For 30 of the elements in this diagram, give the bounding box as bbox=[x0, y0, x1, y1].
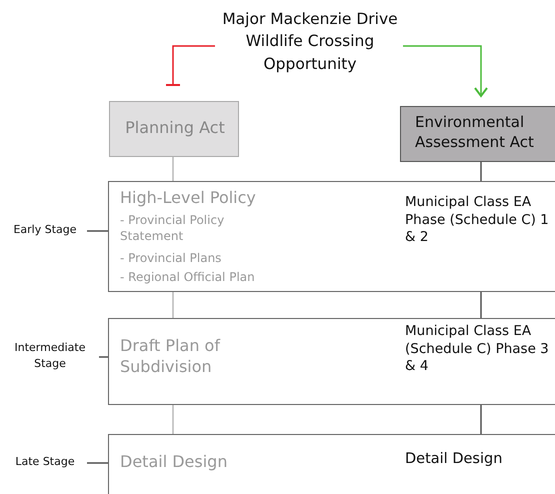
bullet-text: - Provincial Plans bbox=[120, 251, 222, 267]
connector-line bbox=[480, 162, 482, 181]
connector-line bbox=[87, 462, 108, 464]
stage-band bbox=[108, 318, 555, 405]
band-heading: High-Level Policy bbox=[120, 188, 257, 209]
process-text: Detail Design bbox=[405, 450, 504, 469]
process-text: Municipal Class EA Phase (Schedule C) 1 & 2 bbox=[405, 194, 550, 247]
connector-line bbox=[480, 292, 482, 318]
bullet-text: - Regional Official Plan bbox=[120, 270, 256, 286]
connector-line bbox=[172, 292, 174, 318]
stage-label: Intermediate Stage bbox=[4, 340, 96, 374]
stage-band bbox=[108, 434, 555, 494]
connector-line bbox=[172, 405, 174, 434]
box-label: Environmental Assessment Act bbox=[415, 113, 535, 152]
connector-line bbox=[480, 405, 482, 434]
process-box bbox=[109, 101, 239, 157]
stage-label: Early Stage bbox=[6, 222, 84, 240]
connector-line bbox=[99, 356, 108, 358]
stage-band bbox=[108, 181, 555, 292]
arrow bbox=[403, 45, 488, 97]
band-heading: Draft Plan of Subdivision bbox=[120, 336, 222, 378]
process-box bbox=[400, 106, 555, 162]
connector-line bbox=[172, 157, 174, 181]
band-heading: Detail Design bbox=[120, 452, 228, 473]
connector-line bbox=[87, 230, 108, 232]
box-label: Planning Act bbox=[124, 118, 226, 139]
title-text: Major Mackenzie Drive Wildlife Crossing Opportunity bbox=[205, 8, 415, 82]
process-text: Municipal Class EA (Schedule C) Phase 3 & 4 bbox=[405, 323, 550, 376]
stage-label: Late Stage bbox=[6, 454, 84, 472]
bullet-text: - Provincial Policy Statement bbox=[120, 213, 226, 244]
